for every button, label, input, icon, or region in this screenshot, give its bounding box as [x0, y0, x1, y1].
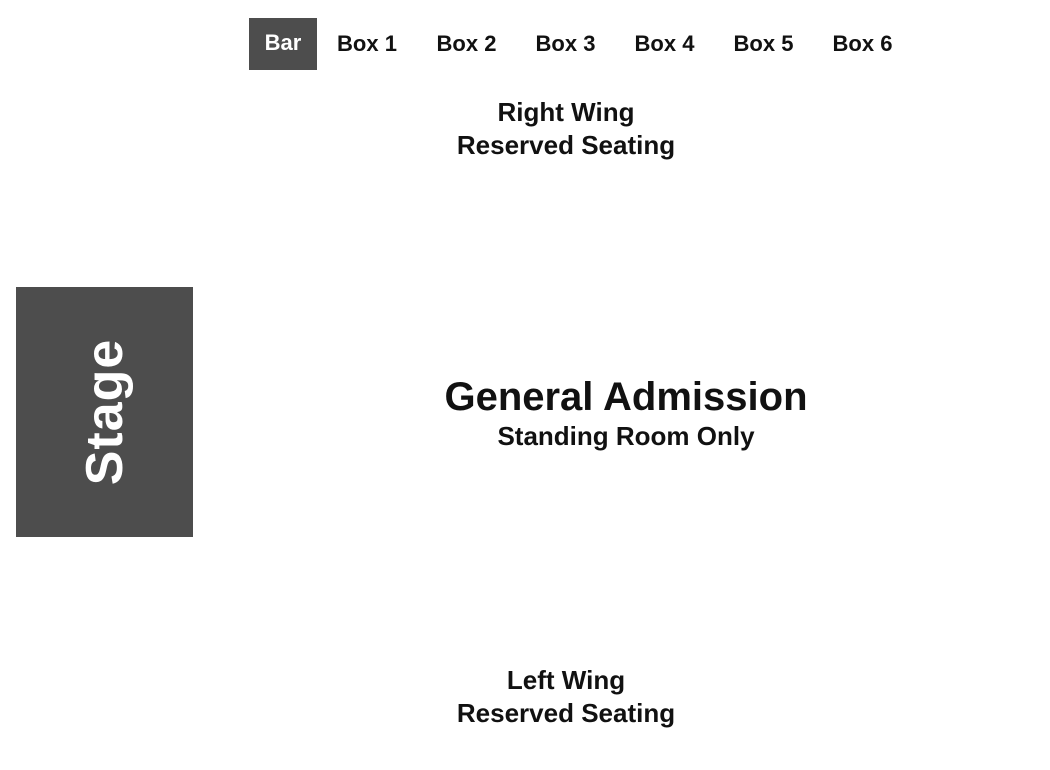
top-row: Bar Box 1 Box 2 Box 3 Box 4 Box 5 Box 6: [249, 18, 912, 70]
right-wing-section[interactable]: Right Wing Reserved Seating: [396, 96, 736, 162]
box-4[interactable]: Box 4: [634, 31, 695, 56]
right-wing-name: Right Wing: [497, 97, 635, 127]
box-5[interactable]: Box 5: [733, 31, 794, 56]
box-1[interactable]: Box 1: [337, 31, 397, 56]
left-wing-name: Left Wing: [506, 665, 626, 695]
stage-block: Stage: [16, 287, 193, 537]
stage-label: Stage: [75, 338, 134, 486]
bar-label: Bar: [264, 30, 302, 55]
general-admission-section[interactable]: General Admission Standing Room Only: [376, 374, 876, 452]
box-6[interactable]: Box 6: [832, 31, 893, 56]
left-wing-section[interactable]: Left Wing Reserved Seating: [396, 664, 736, 730]
left-wing-type: Reserved Seating: [456, 698, 676, 728]
general-admission-subtitle: Standing Room Only: [497, 421, 755, 451]
box-3[interactable]: Box 3: [535, 31, 596, 56]
general-admission-title: General Admission: [444, 375, 808, 419]
box-2[interactable]: Box 2: [436, 31, 497, 56]
bar-section[interactable]: Bar: [249, 18, 317, 70]
right-wing-type: Reserved Seating: [456, 130, 676, 160]
